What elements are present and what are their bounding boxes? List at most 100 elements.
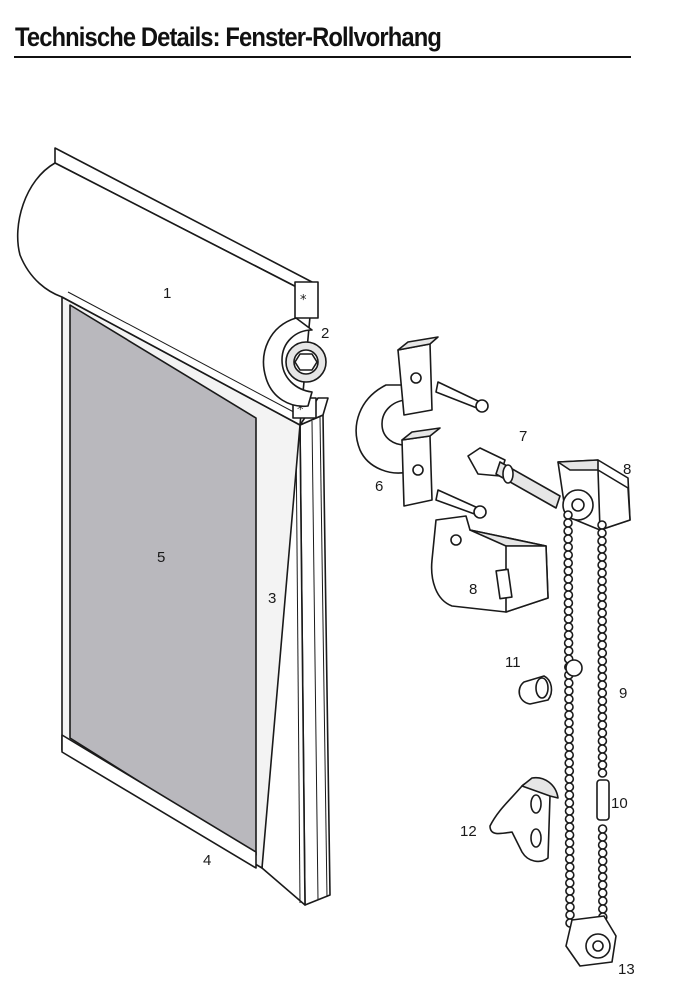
chain-bead: [563, 582, 574, 592]
chain-bead: [597, 640, 608, 650]
chain-bead: [563, 526, 573, 536]
chain-bead: [564, 846, 575, 856]
chain-bead: [563, 622, 574, 632]
chain-bead: [597, 752, 608, 762]
chain-stopper: [565, 659, 583, 677]
chain-bead: [597, 848, 608, 858]
chain-bead: [597, 632, 608, 642]
chain-bead: [563, 542, 574, 552]
chain-bead: [597, 544, 607, 554]
callout-7: 7: [519, 428, 527, 445]
chain-bead: [563, 558, 574, 568]
chain-bead: [564, 838, 575, 848]
chain-bead: [564, 830, 575, 840]
callout-1: 1: [163, 285, 171, 302]
chain-bead: [597, 856, 608, 866]
chain-bead: [597, 760, 608, 770]
chain-bead: [563, 614, 574, 624]
chain-bead: [564, 870, 575, 880]
chain-bead: [564, 774, 575, 784]
stopper-piece: [518, 675, 553, 705]
callout-5: 5: [157, 549, 165, 566]
chain-bead: [564, 710, 574, 720]
chain-bead: [597, 824, 608, 834]
chain-bead: [597, 648, 608, 658]
chain-bead: [564, 702, 574, 712]
chain-bead: [564, 694, 574, 704]
mounting-bracket: [355, 336, 489, 519]
chain-bead: [597, 600, 608, 610]
chain-bead: [597, 536, 607, 546]
chain-bead: [597, 728, 608, 738]
chain-bead: [564, 822, 575, 832]
chain-bead: [597, 624, 608, 634]
chain-bead: [597, 680, 608, 690]
callout-11: 11: [505, 654, 521, 671]
chain-bead: [597, 520, 607, 530]
chain-bead: [597, 736, 608, 746]
chain-bead: [565, 910, 575, 920]
chain-bead: [597, 528, 607, 538]
chain-bead: [597, 744, 608, 754]
chain-bead: [597, 688, 608, 698]
chain-bead: [563, 646, 574, 656]
chain-bead: [597, 888, 608, 898]
chain-bead: [563, 630, 574, 640]
chain-bead: [564, 878, 575, 888]
chain-bead: [565, 902, 575, 912]
chain-bead: [597, 704, 608, 714]
callout-2: 2: [321, 325, 329, 342]
chain-bead: [563, 638, 574, 648]
chain-guide-clip: [489, 776, 559, 863]
chain-bead: [597, 592, 607, 602]
bottom-bar: [61, 734, 257, 869]
chain-bead: [565, 894, 575, 904]
chain-bead: [597, 664, 608, 674]
chain-bead: [563, 566, 574, 576]
callout-labels: 1 2 3 4 5 6 7 8 8 9 10 11 12 13: [157, 285, 635, 978]
chain-bead: [563, 574, 574, 584]
svg-text:*: *: [300, 293, 307, 308]
chain-bead: [597, 552, 607, 562]
chain-bead: [597, 584, 607, 594]
chain-bead: [563, 510, 573, 520]
chain-bead: [597, 864, 608, 874]
chain-bead: [597, 880, 608, 890]
chain-bead: [564, 790, 575, 800]
end-cap: [262, 317, 327, 407]
callout-6: 6: [375, 478, 383, 495]
chain-drive-housing: [557, 459, 631, 531]
chain-bead: [597, 696, 608, 706]
chain-bead: [597, 672, 608, 682]
chain-bead: [564, 782, 575, 792]
chain-bead: [564, 814, 575, 824]
chain-bead: [564, 758, 575, 768]
chain-bead: [597, 608, 608, 618]
chain-bead: [597, 840, 608, 850]
head-box-cassette: * *: [16, 147, 319, 426]
callout-8-lower: 8: [469, 581, 477, 598]
callout-12: 12: [460, 823, 477, 840]
chain-bead: [563, 534, 573, 544]
svg-text:*: *: [297, 403, 304, 418]
chain-bead: [564, 686, 574, 696]
bead-chain: [563, 510, 608, 930]
chain-bead: [597, 576, 607, 586]
callout-9: 9: [619, 685, 627, 702]
callout-8-upper: 8: [623, 461, 631, 478]
chain-bead: [597, 720, 608, 730]
chain-bead: [564, 862, 575, 872]
chain-bead: [597, 568, 607, 578]
chain-bead: [564, 718, 574, 728]
chain-bead: [597, 872, 608, 882]
chain-bead: [564, 766, 575, 776]
chain-bead: [563, 590, 574, 600]
chain-bead: [564, 742, 575, 752]
chain-bead: [597, 832, 608, 842]
chain-bead: [564, 750, 575, 760]
chain-bead: [563, 598, 574, 608]
callout-10: 10: [611, 795, 628, 812]
chain-bead: [563, 550, 574, 560]
